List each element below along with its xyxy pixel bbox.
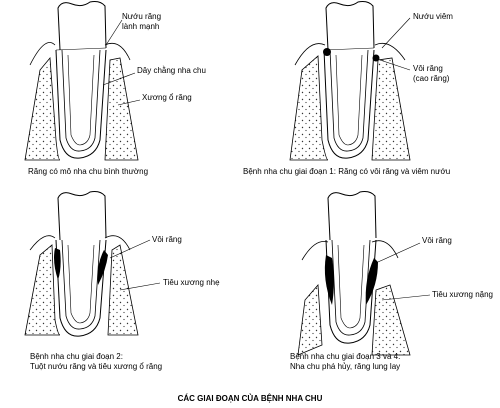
label-tartar-note: (cao răng)	[413, 74, 450, 83]
caption-stage-3-4-line-2: Nha chu phá hủy, răng lung lay	[290, 362, 401, 371]
tartar-right	[365, 258, 378, 305]
tooth-healthy	[24, 1, 141, 161]
tooth-stage-3-4	[297, 191, 431, 356]
caption-stage-2-line-1: Bệnh nha chu giai đoạn 2:	[30, 352, 123, 361]
crown	[57, 1, 107, 51]
leader-gum	[105, 19, 123, 46]
label-alveolar-bone: Xương ổ răng	[142, 93, 192, 102]
tartar-left	[323, 48, 331, 56]
root-outer	[55, 49, 107, 159]
figure-title: CÁC GIAI ĐOẠN CỦA BỆNH NHA CHU	[177, 394, 323, 403]
label-healthy-gum-1: Nướu răng	[122, 12, 162, 21]
label-healthy-gum-2: lành mạnh	[122, 22, 160, 31]
caption-stage-2-line-2: Tuột nướu răng và tiêu xương ổ răng	[30, 362, 163, 371]
pulp	[67, 54, 95, 146]
root-inner	[61, 49, 101, 152]
tooth-stage-2	[24, 191, 161, 337]
label-severe-bone-loss: Tiêu xương nặng	[432, 290, 494, 299]
tartar-left	[324, 255, 334, 305]
label-tartar: Vôi răng	[152, 235, 182, 244]
gum-outline	[29, 42, 131, 66]
label-tartar: Vôi răng	[422, 236, 452, 245]
leader-ligament	[102, 72, 136, 86]
label-inflamed-gum: Nướu viêm	[413, 12, 453, 21]
label-tartar: Vôi răng	[413, 64, 443, 73]
leader-bone	[117, 99, 141, 106]
bone-right	[104, 57, 139, 161]
caption-healthy: Răng có mô nha chu bình thường	[28, 167, 149, 176]
label-mild-bone-loss: Tiêu xương nhẹ	[163, 278, 220, 287]
tartar-right	[372, 54, 380, 62]
tooth-stage-1	[289, 1, 411, 161]
tartar-right	[97, 250, 108, 285]
bone-left	[24, 56, 61, 161]
caption-stage-3-4-line-1: Bệnh nha chu giai đoạn 3 và 4:	[290, 352, 401, 361]
tartar-left	[54, 248, 61, 280]
caption-stage-1: Bệnh nha chu giai đoạn 1: Răng có vôi ră…	[243, 167, 451, 176]
label-ligament: Dây chằng nha chu	[137, 66, 206, 75]
